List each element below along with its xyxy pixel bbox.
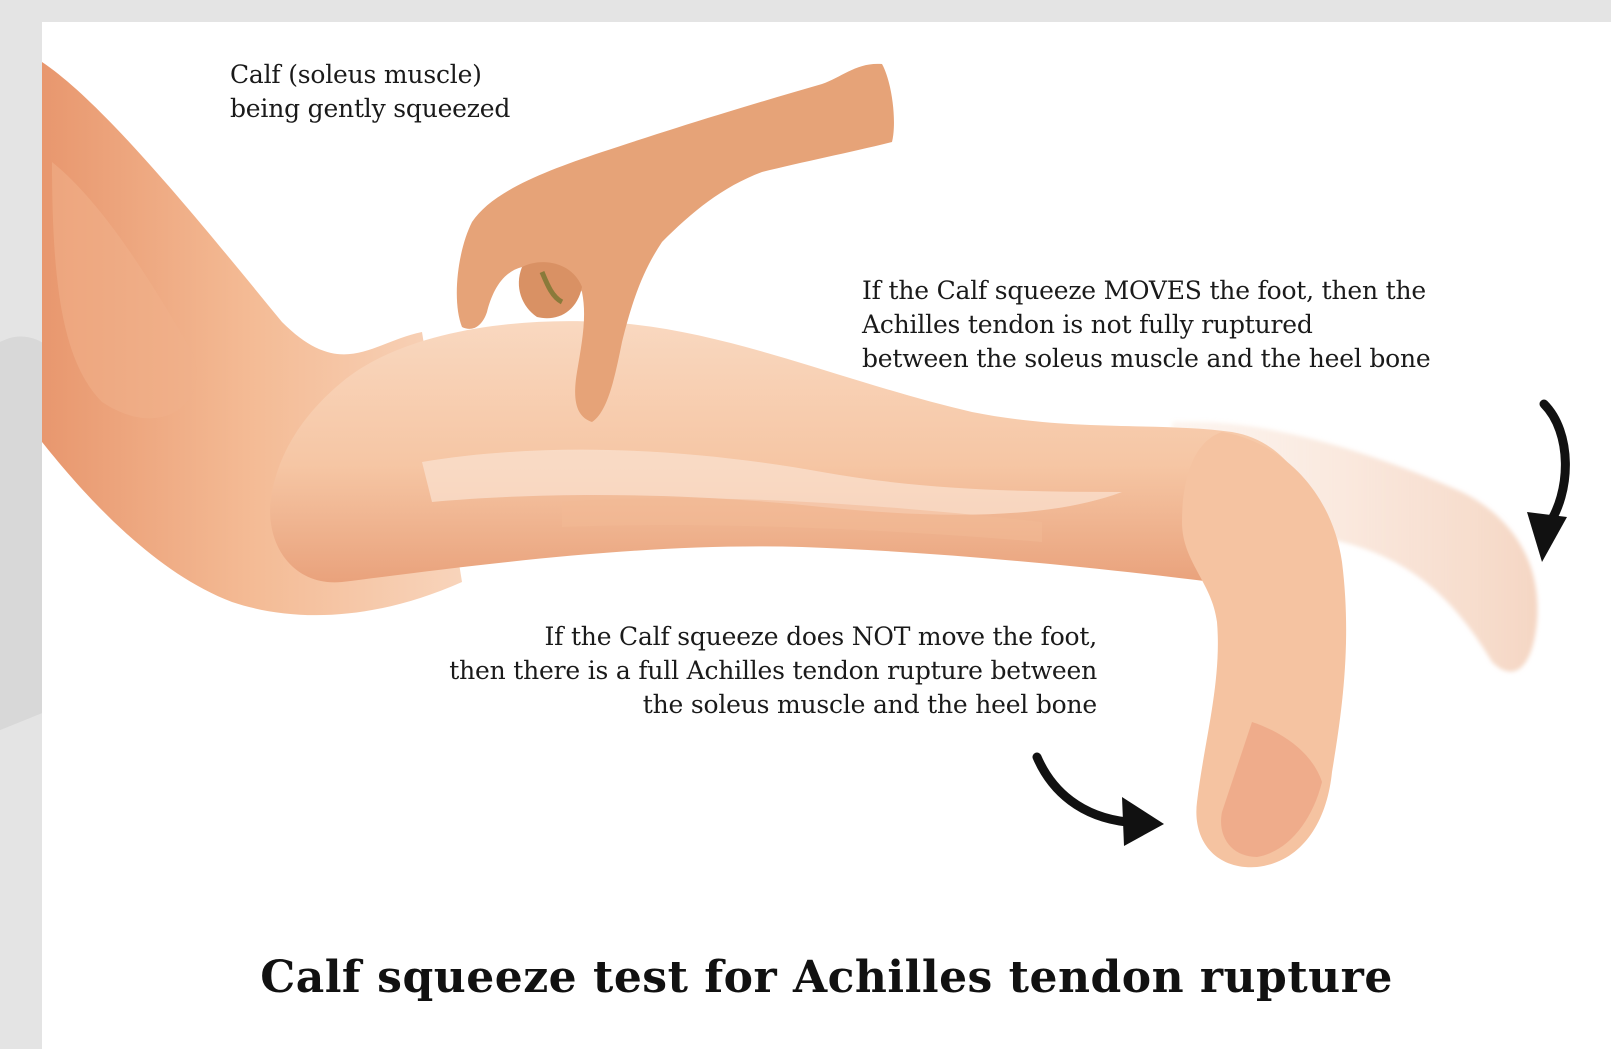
lower-curved-arrow <box>1037 757 1164 846</box>
upper-curved-arrow <box>1527 404 1567 562</box>
foot-not-move-label: If the Calf squeeze does NOT move the fo… <box>242 620 1097 722</box>
leg-illustration <box>42 22 1611 1049</box>
diagram-panel: Calf (soleus muscle) being gently squeez… <box>42 22 1611 1049</box>
foot-moves-label: If the Calf squeeze MOVES the foot, then… <box>862 274 1431 376</box>
calf-squeeze-label: Calf (soleus muscle) being gently squeez… <box>230 58 510 126</box>
diagram-title: Calf squeeze test for Achilles tendon ru… <box>42 952 1611 1003</box>
